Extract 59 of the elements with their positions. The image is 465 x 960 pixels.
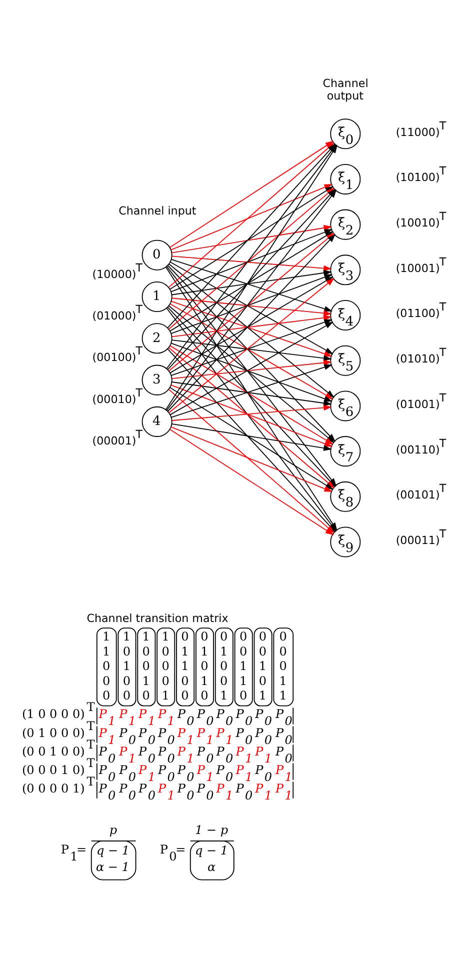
label: 0: [258, 644, 267, 658]
label: 0: [102, 688, 110, 703]
label: 1: [200, 674, 208, 688]
label: 1: [200, 644, 208, 658]
label: 0: [102, 674, 110, 688]
label: 1: [239, 659, 248, 674]
label: 1: [102, 644, 110, 658]
label: 0: [162, 674, 170, 688]
label: 1: [258, 659, 267, 674]
label: 0: [220, 659, 228, 674]
label: 0: [239, 629, 248, 644]
label: 1: [102, 629, 110, 644]
label: 0: [200, 629, 208, 644]
label: 1: [162, 629, 170, 644]
label: 1 − p: [195, 822, 228, 837]
label: 1: [239, 674, 248, 688]
label: 0: [279, 659, 287, 674]
label: Channel output: [322, 77, 368, 102]
label: 0: [142, 659, 150, 674]
label: 0: [122, 674, 130, 688]
label: 1: [279, 674, 287, 688]
label: 1: [162, 688, 170, 703]
label: 1: [181, 644, 189, 658]
label: α − 1: [96, 860, 130, 874]
label: 1: [122, 659, 130, 674]
label: 0: [102, 659, 110, 674]
label: 1: [279, 688, 287, 703]
label: 0: [200, 659, 208, 674]
label: 0: [181, 688, 189, 703]
label: 0: [220, 674, 228, 688]
label: 0: [142, 688, 150, 703]
label: 1: [220, 644, 228, 658]
label: 0: [239, 644, 248, 658]
label: q − 1: [195, 843, 228, 858]
label: 1: [258, 688, 267, 703]
label: 0: [258, 629, 267, 644]
label: 0: [181, 674, 189, 688]
label: 0: [258, 674, 267, 688]
label: 1: [220, 688, 228, 703]
label: Channel input: [118, 204, 196, 218]
label: q − 1: [96, 843, 130, 858]
label: α: [208, 860, 216, 874]
label: 1: [142, 629, 150, 644]
label: 0: [162, 644, 170, 658]
label: 0: [279, 644, 287, 658]
label: 1: [181, 659, 189, 674]
label: p: [109, 822, 118, 837]
label: 0: [200, 688, 208, 703]
label: 0: [162, 659, 170, 674]
label: 1: [142, 674, 150, 688]
label: 0: [220, 629, 228, 644]
label: 0: [142, 644, 150, 658]
label: 1: [122, 629, 130, 644]
label: 0: [279, 629, 287, 644]
label: Channel transition matrix: [86, 612, 228, 626]
label: 0: [122, 644, 130, 658]
label: 0: [181, 629, 189, 644]
label: 0: [239, 688, 248, 703]
label: 0: [122, 688, 130, 703]
